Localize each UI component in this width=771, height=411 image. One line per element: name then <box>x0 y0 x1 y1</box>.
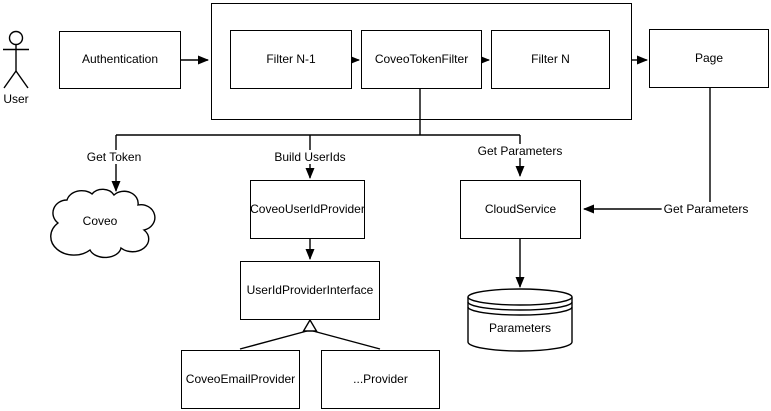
node-coveo-user-id-provider: CoveoUserIdProvider <box>250 180 365 239</box>
parameters-db-label: Parameters <box>488 321 552 335</box>
user-actor-label: User <box>3 92 29 106</box>
node-user-id-provider-interface: UserIdProviderInterface <box>240 261 380 320</box>
node-filter-n: Filter N <box>491 30 610 89</box>
coveo-cloud-label: Coveo <box>82 214 118 228</box>
node-cloud-service: CloudService <box>460 180 581 239</box>
node-authentication: Authentication <box>59 31 181 89</box>
connector-arrows <box>111 55 710 288</box>
node-filter-n-1: Filter N-1 <box>230 30 352 89</box>
node-coveo-token-filter: CoveoTokenFilter <box>361 30 482 89</box>
parameters-db-shape <box>467 288 573 352</box>
coveo-cloud-shape <box>50 188 156 259</box>
edge-label-get-token: Get Token <box>84 150 144 164</box>
connector-lines <box>116 88 711 350</box>
inheritance-arrow-icon <box>302 318 318 332</box>
edge-label-get-parameters-page: Get Parameters <box>661 202 751 216</box>
node-dots-provider: ...Provider <box>321 350 440 409</box>
edge-label-build-userids: Build UserIds <box>272 150 348 164</box>
node-coveo-email-provider: CoveoEmailProvider <box>181 350 300 409</box>
filter-chain-container <box>211 3 632 120</box>
node-page: Page <box>649 29 769 88</box>
user-actor-icon <box>3 30 29 89</box>
edge-label-get-parameters-filter: Get Parameters <box>475 144 565 158</box>
